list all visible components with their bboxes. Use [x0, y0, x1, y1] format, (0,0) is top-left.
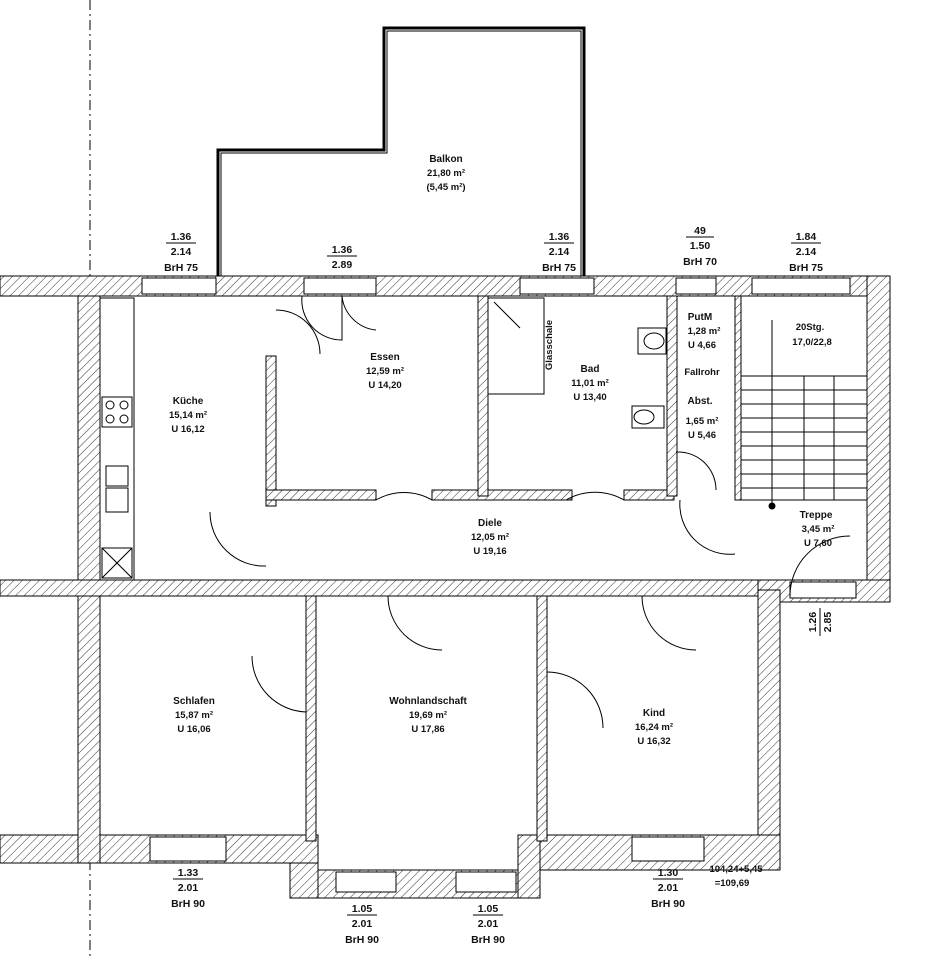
opening-top-1-brh: BrH 75 [164, 262, 198, 274]
room-perimeter-bad: U 13,40 [573, 392, 606, 403]
label-total-line2: =109,69 [715, 878, 750, 889]
room-name-treppe: Treppe [800, 510, 833, 521]
room-perimeter-putzm: U 4,66 [688, 340, 716, 351]
label-stairs-ratio: 17,0/22,8 [792, 337, 832, 348]
label-glasschale: Glasschale [544, 320, 555, 370]
room-perimeter-kueche: U 16,12 [171, 424, 204, 435]
room-name-schlafen: Schlafen [173, 696, 215, 707]
room-perimeter-treppe: U 7,60 [804, 538, 832, 549]
room-area-schlafen: 15,87 m² [175, 710, 213, 721]
room-area-kind: 16,24 m² [635, 722, 673, 733]
opening-top-1-h: 2.14 [171, 246, 192, 258]
room-name-bad: Bad [581, 364, 600, 375]
room-name-abst: Abst. [688, 396, 713, 407]
room-name-wohnen: Wohnlandschaft [389, 696, 467, 707]
room-area-putzm: 1,28 m² [688, 326, 721, 337]
room-area-diele: 12,05 m² [471, 532, 509, 543]
opening-bottom-3-w: 1.05 [478, 903, 499, 915]
opening-top-4-h: 1.50 [690, 240, 711, 252]
opening-top-4-brh: BrH 70 [683, 256, 717, 268]
staircase [741, 320, 867, 510]
room-perimeter-essen: U 14,20 [368, 380, 401, 391]
opening-top-2-h: 2.89 [332, 259, 353, 271]
room-name-putzm: PutM [688, 312, 712, 323]
opening-bottom-1-brh: BrH 90 [171, 898, 205, 910]
room-area-kueche: 15,14 m² [169, 410, 207, 421]
opening-entry-w: 1.26 [807, 612, 819, 633]
opening-bottom-2-brh: BrH 90 [345, 934, 379, 946]
room-perimeter-wohnen: U 17,86 [411, 724, 444, 735]
opening-bottom-2-h: 2.01 [352, 918, 373, 930]
room-perimeter-abst: U 5,46 [688, 430, 716, 441]
room-name-kueche: Küche [173, 396, 204, 407]
room-area-balkon: 21,80 m² [427, 168, 465, 179]
opening-bottom-4-brh: BrH 90 [651, 898, 685, 910]
opening-bottom-3-brh: BrH 90 [471, 934, 505, 946]
room-name-kind: Kind [643, 708, 665, 719]
opening-top-3-brh: BrH 75 [542, 262, 576, 274]
opening-top-3-h: 2.14 [549, 246, 570, 258]
room-name-diele: Diele [478, 518, 502, 529]
opening-top-5-w: 1.84 [796, 231, 817, 243]
label-total-line1: 104,24+5,45 [709, 864, 763, 875]
opening-top-5-brh: BrH 75 [789, 262, 823, 274]
door-swings [209, 295, 851, 729]
opening-bottom-4-h: 2.01 [658, 882, 679, 894]
room-area-bad: 11,01 m² [571, 378, 609, 389]
opening-bottom-3-h: 2.01 [478, 918, 499, 930]
label-fallrohr: Fallrohr [684, 367, 720, 378]
opening-bottom-1-w: 1.33 [178, 867, 199, 879]
opening-entry-h: 2.85 [822, 612, 834, 633]
label-stairs-steps: 20Stg. [796, 322, 825, 333]
opening-top-1-w: 1.36 [171, 231, 192, 243]
windows [141, 277, 857, 893]
opening-top-4-w: 49 [694, 225, 706, 237]
kitchen-counter [99, 297, 135, 581]
balcony-outline [216, 26, 586, 276]
opening-top-3-w: 1.36 [549, 231, 570, 243]
opening-bottom-4-w: 1.30 [658, 867, 679, 879]
opening-top-2-w: 1.36 [332, 244, 353, 256]
room-name-essen: Essen [370, 352, 399, 363]
opening-bottom-1-h: 2.01 [178, 882, 199, 894]
room-area-essen: 12,59 m² [366, 366, 404, 377]
room-area-abst: 1,65 m² [686, 416, 719, 427]
room-perimeter-diele: U 19,16 [473, 546, 506, 557]
room-area-treppe: 3,45 m² [802, 524, 835, 535]
bath-fixtures [487, 297, 667, 429]
room-perimeter-schlafen: U 16,06 [177, 724, 210, 735]
room-area-wohnen: 19,69 m² [409, 710, 447, 721]
opening-top-5-h: 2.14 [796, 246, 817, 258]
room-name-balkon: Balkon [429, 154, 462, 165]
opening-bottom-2-w: 1.05 [352, 903, 373, 915]
room-perimeter-kind: U 16,32 [637, 736, 670, 747]
room-note-balkon: (5,45 m²) [426, 182, 465, 193]
